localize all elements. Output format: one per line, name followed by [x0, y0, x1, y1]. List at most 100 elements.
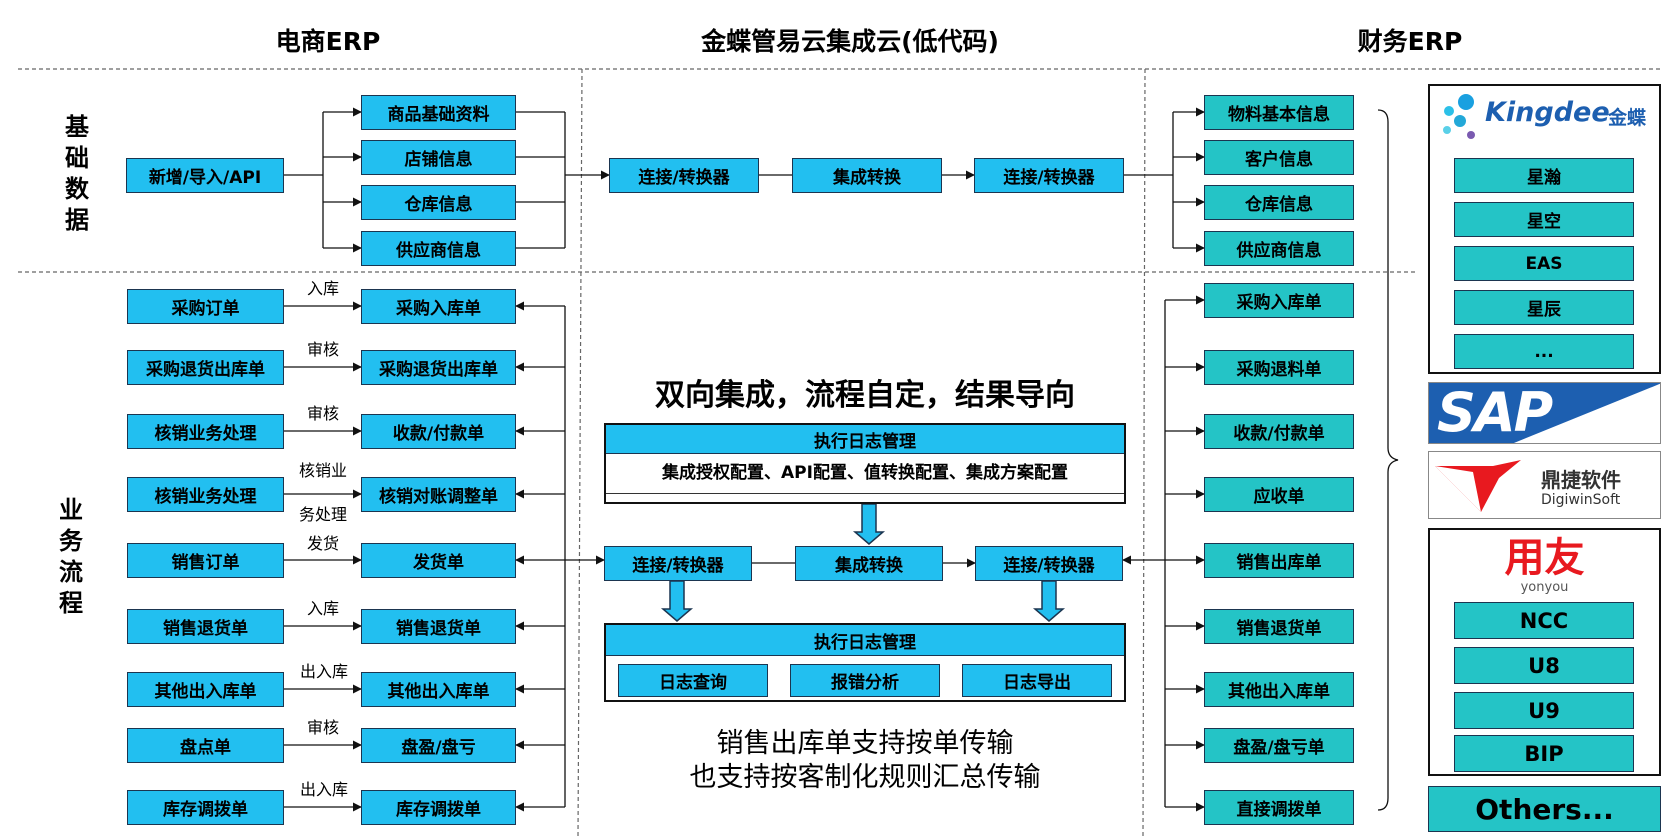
- header-ecommerce-erp: 电商ERP: [275, 27, 381, 56]
- flow-finance: 收款/付款单: [1204, 414, 1354, 449]
- digiwin-logo-icon: [1435, 460, 1521, 512]
- log-manage-panel: 执行日志管理 日志查询 报错分析 日志导出: [604, 623, 1126, 702]
- flow-source: 其他出入库单: [127, 672, 284, 707]
- basic-right-item: 客户信息: [1204, 140, 1354, 175]
- sap-logo-icon: [1429, 383, 1660, 443]
- note-line-2: 也支持按客制化规则汇总传输: [689, 762, 1041, 793]
- center-integration-transform: 集成转换: [795, 546, 943, 581]
- row-label-basic-data: 基础数据: [62, 112, 92, 236]
- flow-action: 出入库: [296, 781, 352, 799]
- flow-finance: 销售退货单: [1204, 609, 1354, 644]
- flow-target: 销售退货单: [361, 609, 516, 644]
- yonyou-logo-en: yonyou: [1520, 580, 1569, 595]
- basic-connector-right: 连接/转换器: [974, 158, 1124, 193]
- flow-action-line1: 核销业: [292, 462, 354, 480]
- slogan: 双向集成，流程自定，结果导向: [655, 378, 1075, 413]
- basic-left-item: 供应商信息: [361, 231, 516, 266]
- flow-target: 盘盈/盘亏: [361, 728, 516, 763]
- flow-source: 销售退货单: [127, 609, 284, 644]
- basic-left-item: 仓库信息: [361, 185, 516, 220]
- kingdee-product: ...: [1454, 334, 1634, 369]
- digiwin-logo-panel: 鼎捷软件 DigiwinSoft: [1428, 451, 1661, 519]
- flow-action: 入库: [300, 280, 346, 298]
- row-label-business-flow: 业务流程: [56, 495, 86, 619]
- flow-finance: 采购退料单: [1204, 350, 1354, 385]
- flow-target: 发货单: [361, 543, 516, 578]
- yonyou-logo-cn: 用友: [1504, 535, 1585, 581]
- basic-connector-left: 连接/转换器: [609, 158, 759, 193]
- log-manage-title: 执行日志管理: [606, 625, 1124, 656]
- flow-action-line2: 务处理: [292, 506, 354, 524]
- flow-source: 盘点单: [127, 728, 284, 763]
- flow-target: 采购入库单: [361, 289, 516, 324]
- flow-source: 核销业务处理: [127, 414, 284, 449]
- basic-right-item: 仓库信息: [1204, 185, 1354, 220]
- kingdee-product: 星瀚: [1454, 158, 1634, 193]
- header-finance-erp: 财务ERP: [1357, 27, 1463, 56]
- log-config-title: 执行日志管理: [606, 425, 1124, 454]
- down-block-arrow: [1032, 580, 1066, 622]
- kingdee-dots-icon: [1443, 94, 1475, 139]
- flow-target: 库存调拨单: [361, 790, 516, 825]
- flow-source: 库存调拨单: [127, 790, 284, 825]
- kingdee-product: EAS: [1454, 246, 1634, 281]
- sap-logo-panel: SAP: [1428, 382, 1661, 444]
- yonyou-product: NCC: [1454, 602, 1634, 639]
- flow-action: 审核: [300, 341, 346, 359]
- flow-target: 采购退货出库单: [361, 350, 516, 385]
- basic-left-item: 店铺信息: [361, 140, 516, 175]
- flow-target: 核销对账调整单: [361, 477, 516, 512]
- digiwin-logo-en: DigiwinSoft: [1541, 492, 1621, 508]
- kingdee-product: 星辰: [1454, 290, 1634, 325]
- center-connector-right: 连接/转换器: [975, 546, 1123, 581]
- flow-action: 审核: [300, 719, 346, 737]
- flow-source: 核销业务处理: [127, 477, 284, 512]
- row-label-basic-text: 基础数据: [65, 113, 89, 234]
- yonyou-panel: 用友 yonyou NCC U8 U9 BIP: [1428, 528, 1661, 776]
- flow-finance: 盘盈/盘亏单: [1204, 728, 1354, 763]
- basic-source-box: 新增/导入/API: [126, 158, 284, 193]
- basic-left-item: 商品基础资料: [361, 95, 516, 130]
- flow-target: 收款/付款单: [361, 414, 516, 449]
- basic-right-item: 供应商信息: [1204, 231, 1354, 266]
- others-box: Others...: [1428, 786, 1661, 832]
- digiwin-logo-cn: 鼎捷软件: [1541, 468, 1621, 492]
- down-block-arrow: [660, 580, 694, 622]
- kingdee-logo-cn: 金蝶: [1608, 107, 1647, 129]
- basic-right-item: 物料基本信息: [1204, 95, 1354, 130]
- config-text: 集成授权配置、API配置、值转换配置、集成方案配置: [662, 463, 1068, 483]
- flow-source: 采购订单: [127, 289, 284, 324]
- kingdee-panel: Kingdee 金蝶 星瀚 星空 EAS 星辰 ...: [1428, 84, 1661, 374]
- log-export-button[interactable]: 日志导出: [962, 664, 1112, 697]
- yonyou-product: BIP: [1454, 735, 1634, 772]
- note-line-1: 销售出库单支持按单传输: [716, 728, 1014, 759]
- log-query-button[interactable]: 日志查询: [618, 664, 768, 697]
- down-block-arrow: [852, 503, 886, 545]
- sap-logo-text: SAP: [1437, 382, 1553, 444]
- flow-action: 出入库: [296, 663, 352, 681]
- flow-source: 销售订单: [127, 543, 284, 578]
- flow-action: 发货: [300, 535, 346, 553]
- error-analysis-button[interactable]: 报错分析: [790, 664, 940, 697]
- flow-finance: 应收单: [1204, 477, 1354, 512]
- flow-action: 入库: [300, 600, 346, 618]
- flow-source: 采购退货出库单: [127, 350, 284, 385]
- log-config-panel: 执行日志管理 集成授权配置、API配置、值转换配置、集成方案配置: [604, 423, 1126, 504]
- basic-integration-transform: 集成转换: [792, 158, 942, 193]
- kingdee-product: 星空: [1454, 202, 1634, 237]
- config-divider: [606, 493, 1124, 494]
- flow-finance: 直接调拨单: [1204, 790, 1354, 825]
- header-integration-cloud: 金蝶管易云集成云(低代码): [701, 27, 999, 56]
- yonyou-product: U9: [1454, 692, 1634, 729]
- brace-line: [1377, 109, 1399, 811]
- row-label-business-text: 业务流程: [59, 496, 83, 617]
- yonyou-product: U8: [1454, 647, 1634, 684]
- center-connector-left: 连接/转换器: [604, 546, 752, 581]
- flow-target: 其他出入库单: [361, 672, 516, 707]
- flow-action: 审核: [300, 405, 346, 423]
- flow-finance: 销售出库单: [1204, 543, 1354, 578]
- kingdee-logo-text: Kingdee: [1485, 97, 1610, 128]
- flow-finance: 其他出入库单: [1204, 672, 1354, 707]
- flow-finance: 采购入库单: [1204, 283, 1354, 318]
